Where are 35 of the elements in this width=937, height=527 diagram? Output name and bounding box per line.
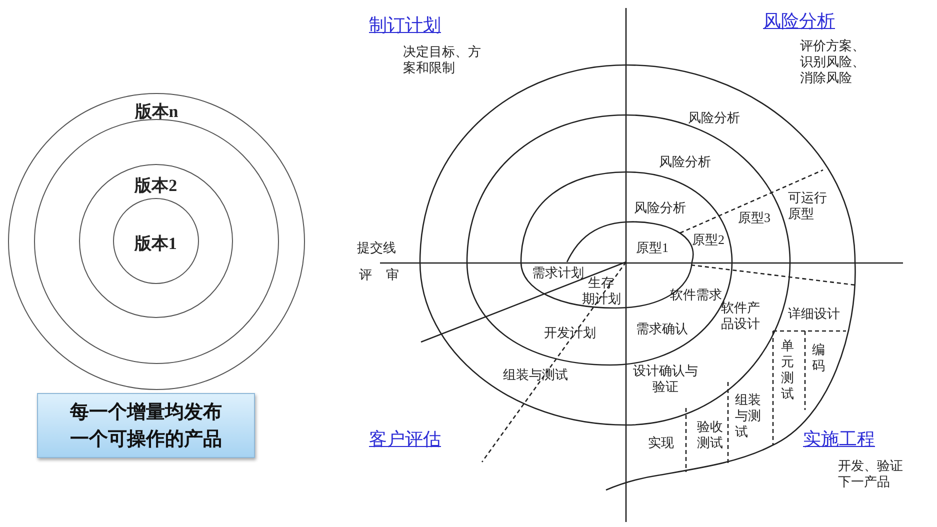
version-circle xyxy=(78,164,233,318)
version-label: 版本2 xyxy=(133,174,178,197)
spiral-label: 需求确认 xyxy=(636,321,688,337)
spiral-label: 可运行原型 xyxy=(788,190,828,222)
version-circle xyxy=(34,118,279,364)
spiral-label: 软件产品设计 xyxy=(721,300,761,332)
quadrant-heading: 风险分析 xyxy=(763,10,835,32)
spiral-label: 编码 xyxy=(812,342,826,374)
version-circle xyxy=(8,93,305,390)
version-label: 版本1 xyxy=(133,232,178,255)
spiral-label: 风险分析 xyxy=(659,154,711,170)
note-banner: 每一个增量均发布一个可操作的产品 xyxy=(37,393,255,458)
spiral-label: 组装与测试 xyxy=(503,367,568,383)
spiral-label: 验收测试 xyxy=(697,419,724,451)
spiral-label: 单元测试 xyxy=(781,338,795,402)
note-text: 评价方案、识别风险、消除风险 xyxy=(800,38,866,86)
version-circle xyxy=(112,198,199,284)
spiral-label: 组装与测试 xyxy=(735,392,762,440)
quadrant-heading: 制订计划 xyxy=(369,14,441,36)
spiral-label: 实现 xyxy=(648,435,674,451)
version-label: 版本n xyxy=(134,101,180,123)
spiral-label: 设计确认与验证 xyxy=(632,363,699,395)
spiral-label: 原型3 xyxy=(738,210,770,226)
spiral-label: 详细设计 xyxy=(788,306,840,322)
axis-label: 评审 xyxy=(359,267,413,283)
note-text: 决定目标、方案和限制 xyxy=(403,44,482,76)
axis-label: 提交线 xyxy=(357,240,396,256)
note-text: 开发、验证下一产品 xyxy=(838,458,904,490)
spiral-label: 需求计划 xyxy=(532,265,584,281)
spiral-label: 风险分析 xyxy=(634,200,686,216)
quadrant-heading: 客户评估 xyxy=(369,428,441,450)
quadrant-heading: 实施工程 xyxy=(803,428,875,450)
spiral-label: 原型2 xyxy=(692,232,724,248)
spiral-label: 原型1 xyxy=(636,240,668,256)
spiral-label: 风险分析 xyxy=(688,110,740,126)
